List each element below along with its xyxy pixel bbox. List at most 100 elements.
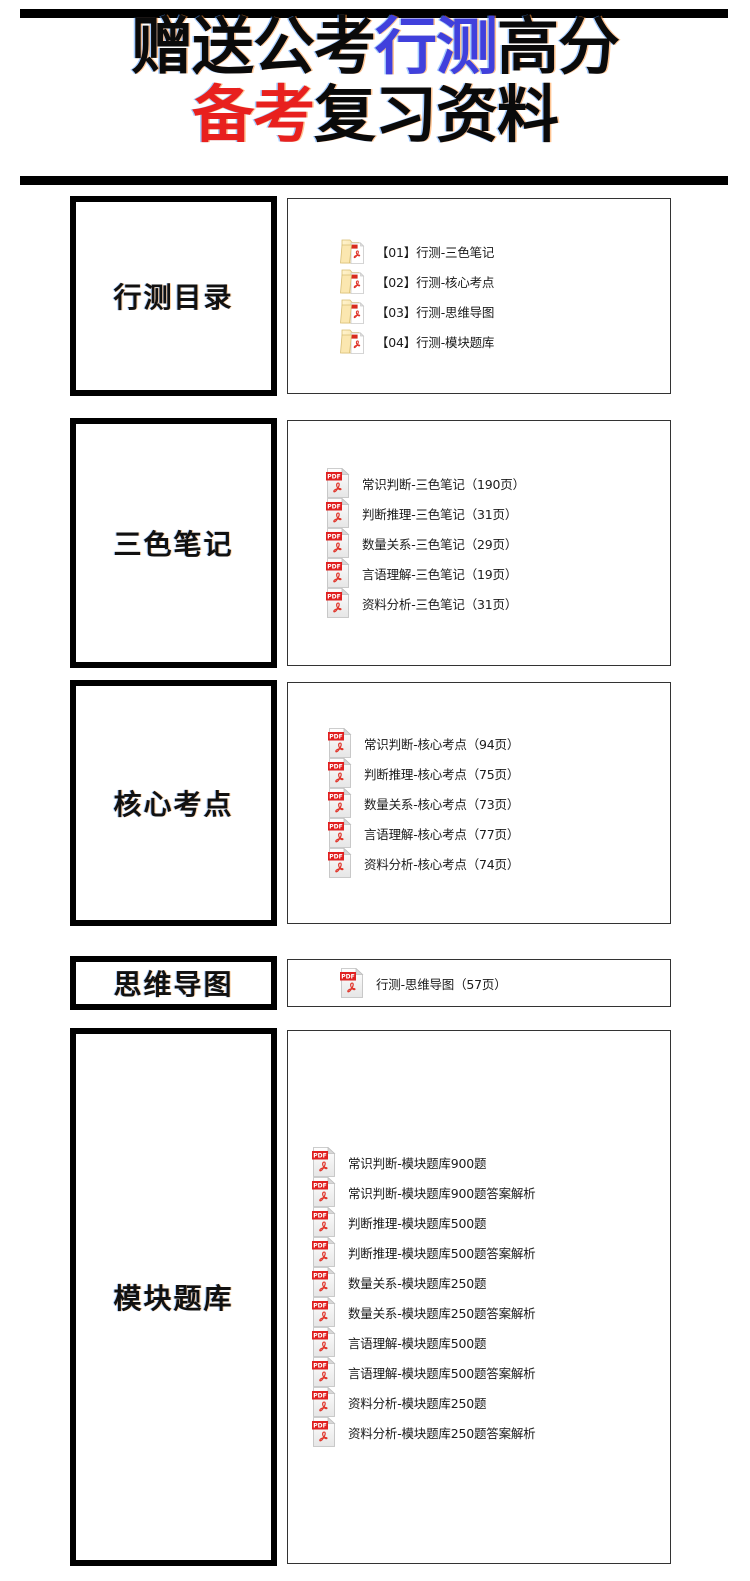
pdf-icon: PDF: [326, 587, 352, 618]
list-item[interactable]: PDF 数量关系-模块题库250题答案解析: [288, 1296, 670, 1327]
section-file-list: PDF 常识判断-模块题库900题 PDF 常识判断-模块题库900题答案解析 …: [287, 1030, 671, 1564]
list-item[interactable]: PDF 数量关系-核心考点（73页）: [288, 787, 670, 818]
list-item[interactable]: PDF 行测-思维导图（57页）: [288, 967, 670, 998]
pdf-icon: PDF: [328, 727, 354, 758]
pdf-icon: PDF: [326, 467, 352, 498]
pdf-icon: PDF: [312, 1296, 338, 1327]
section-4: 思维导图 PDF 行测-思维导图（57页）: [0, 956, 750, 1012]
list-item[interactable]: PDF 资料分析-模块题库250题答案解析: [288, 1416, 670, 1447]
list-item[interactable]: 【03】行测-思维导图: [288, 296, 670, 326]
svg-text:PDF: PDF: [329, 734, 342, 741]
list-item[interactable]: PDF 言语理解-模块题库500题: [288, 1326, 670, 1357]
list-item[interactable]: PDF 数量关系-三色笔记（29页）: [288, 527, 670, 558]
section-label-box: 三色笔记: [70, 418, 277, 668]
title-run-black: 赠送公考: [130, 10, 376, 83]
pdf-icon: PDF: [312, 1266, 338, 1297]
section-file-list: 【01】行测-三色笔记 【02】行测-核心考点: [287, 198, 671, 394]
section-file-list: PDF 常识判断-三色笔记（190页） PDF 判断推理-三色笔记（31页） P…: [287, 420, 671, 666]
list-item[interactable]: PDF 常识判断-模块题库900题: [288, 1146, 670, 1177]
section-label: 三色笔记: [113, 528, 234, 561]
svg-text:PDF: PDF: [327, 534, 340, 541]
list-item[interactable]: 【02】行测-核心考点: [288, 266, 670, 296]
list-item-label: 言语理解-模块题库500题: [348, 1335, 487, 1351]
list-item[interactable]: PDF 判断推理-模块题库500题答案解析: [288, 1236, 670, 1267]
list-item[interactable]: PDF 常识判断-核心考点（94页）: [288, 727, 670, 758]
section-file-list: PDF 行测-思维导图（57页）: [287, 959, 671, 1007]
pdf-icon: PDF: [312, 1386, 338, 1417]
title-line-2: 备考复习资料: [0, 84, 750, 146]
svg-text:PDF: PDF: [313, 1333, 326, 1340]
svg-text:PDF: PDF: [327, 594, 340, 601]
list-item[interactable]: PDF 常识判断-模块题库900题答案解析: [288, 1176, 670, 1207]
section-label-box: 核心考点: [70, 680, 277, 926]
list-item[interactable]: PDF 资料分析-模块题库250题: [288, 1386, 670, 1417]
list-item[interactable]: PDF 判断推理-核心考点（75页）: [288, 757, 670, 788]
svg-text:PDF: PDF: [341, 974, 354, 981]
list-item-label: 数量关系-三色笔记（29页）: [362, 536, 518, 552]
list-item-label: 数量关系-模块题库250题答案解析: [348, 1305, 536, 1321]
section-label: 模块题库: [113, 1282, 234, 1315]
svg-text:PDF: PDF: [313, 1363, 326, 1370]
list-item[interactable]: PDF 言语理解-三色笔记（19页）: [288, 557, 670, 588]
list-item-label: 行测-思维导图（57页）: [376, 976, 507, 992]
list-item[interactable]: PDF 判断推理-三色笔记（31页）: [288, 497, 670, 528]
pdf-icon: PDF: [326, 497, 352, 528]
svg-text:PDF: PDF: [313, 1423, 326, 1430]
pdf-icon: PDF: [312, 1176, 338, 1207]
list-item-label: 常识判断-核心考点（94页）: [364, 736, 520, 752]
section-label: 思维导图: [113, 968, 234, 1001]
list-item[interactable]: 【01】行测-三色笔记: [288, 236, 670, 266]
list-item-label: 【03】行测-思维导图: [376, 304, 495, 320]
section-label: 行测目录: [113, 281, 234, 314]
section-label: 核心考点: [113, 788, 234, 821]
list-item-label: 【01】行测-三色笔记: [376, 244, 495, 260]
section-5: 模块题库 PDF 常识判断-模块题库900题 PDF 常识判断-模块题库900题…: [0, 1028, 750, 1568]
list-item-label: 判断推理-核心考点（75页）: [364, 766, 520, 782]
pdf-icon: PDF: [328, 817, 354, 848]
list-item-label: 言语理解-三色笔记（19页）: [362, 566, 518, 582]
list-item-label: 资料分析-模块题库250题答案解析: [348, 1425, 536, 1441]
list-item[interactable]: PDF 言语理解-核心考点（77页）: [288, 817, 670, 848]
svg-text:PDF: PDF: [327, 564, 340, 571]
pdf-icon: PDF: [312, 1146, 338, 1177]
pdf-icon: PDF: [326, 557, 352, 588]
page-header: 赠送公考行测高分 备考复习资料: [0, 0, 750, 186]
svg-text:PDF: PDF: [327, 474, 340, 481]
section-label-box: 行测目录: [70, 196, 277, 396]
list-item[interactable]: PDF 常识判断-三色笔记（190页）: [288, 467, 670, 498]
svg-text:PDF: PDF: [313, 1273, 326, 1280]
svg-text:PDF: PDF: [329, 764, 342, 771]
pdf-icon: PDF: [340, 967, 366, 998]
title-run-blue: 行测: [374, 10, 498, 83]
section-label-box: 思维导图: [70, 956, 277, 1010]
list-item[interactable]: PDF 判断推理-模块题库500题: [288, 1206, 670, 1237]
folder-pdf-icon: [340, 266, 366, 296]
list-item[interactable]: PDF 言语理解-模块题库500题答案解析: [288, 1356, 670, 1387]
page-title: 赠送公考行测高分 备考复习资料: [0, 16, 750, 146]
title-run-red: 备考: [191, 78, 315, 151]
svg-text:PDF: PDF: [313, 1213, 326, 1220]
svg-text:PDF: PDF: [313, 1393, 326, 1400]
list-item-label: 言语理解-模块题库500题答案解析: [348, 1365, 536, 1381]
pdf-icon: PDF: [312, 1416, 338, 1447]
pdf-icon: PDF: [312, 1356, 338, 1387]
section-3: 核心考点 PDF 常识判断-核心考点（94页） PDF 判断推理-核心考点（75…: [0, 680, 750, 928]
list-item-label: 【02】行测-核心考点: [376, 274, 495, 290]
list-item-label: 常识判断-模块题库900题答案解析: [348, 1185, 536, 1201]
list-item-label: 资料分析-核心考点（74页）: [364, 856, 520, 872]
list-item[interactable]: PDF 数量关系-模块题库250题: [288, 1266, 670, 1297]
section-2: 三色笔记 PDF 常识判断-三色笔记（190页） PDF 判断推理-三色笔记（3…: [0, 418, 750, 670]
list-item[interactable]: 【04】行测-模块题库: [288, 326, 670, 356]
list-item-label: 常识判断-三色笔记（190页）: [362, 476, 525, 492]
header-top-rule: [20, 9, 728, 18]
pdf-icon: PDF: [328, 787, 354, 818]
list-item[interactable]: PDF 资料分析-核心考点（74页）: [288, 847, 670, 878]
svg-text:PDF: PDF: [327, 504, 340, 511]
svg-text:PDF: PDF: [329, 824, 342, 831]
svg-text:PDF: PDF: [329, 794, 342, 801]
list-item-label: 常识判断-模块题库900题: [348, 1155, 487, 1171]
header-bottom-rule: [20, 176, 728, 185]
pdf-icon: PDF: [312, 1326, 338, 1357]
list-item[interactable]: PDF 资料分析-三色笔记（31页）: [288, 587, 670, 618]
